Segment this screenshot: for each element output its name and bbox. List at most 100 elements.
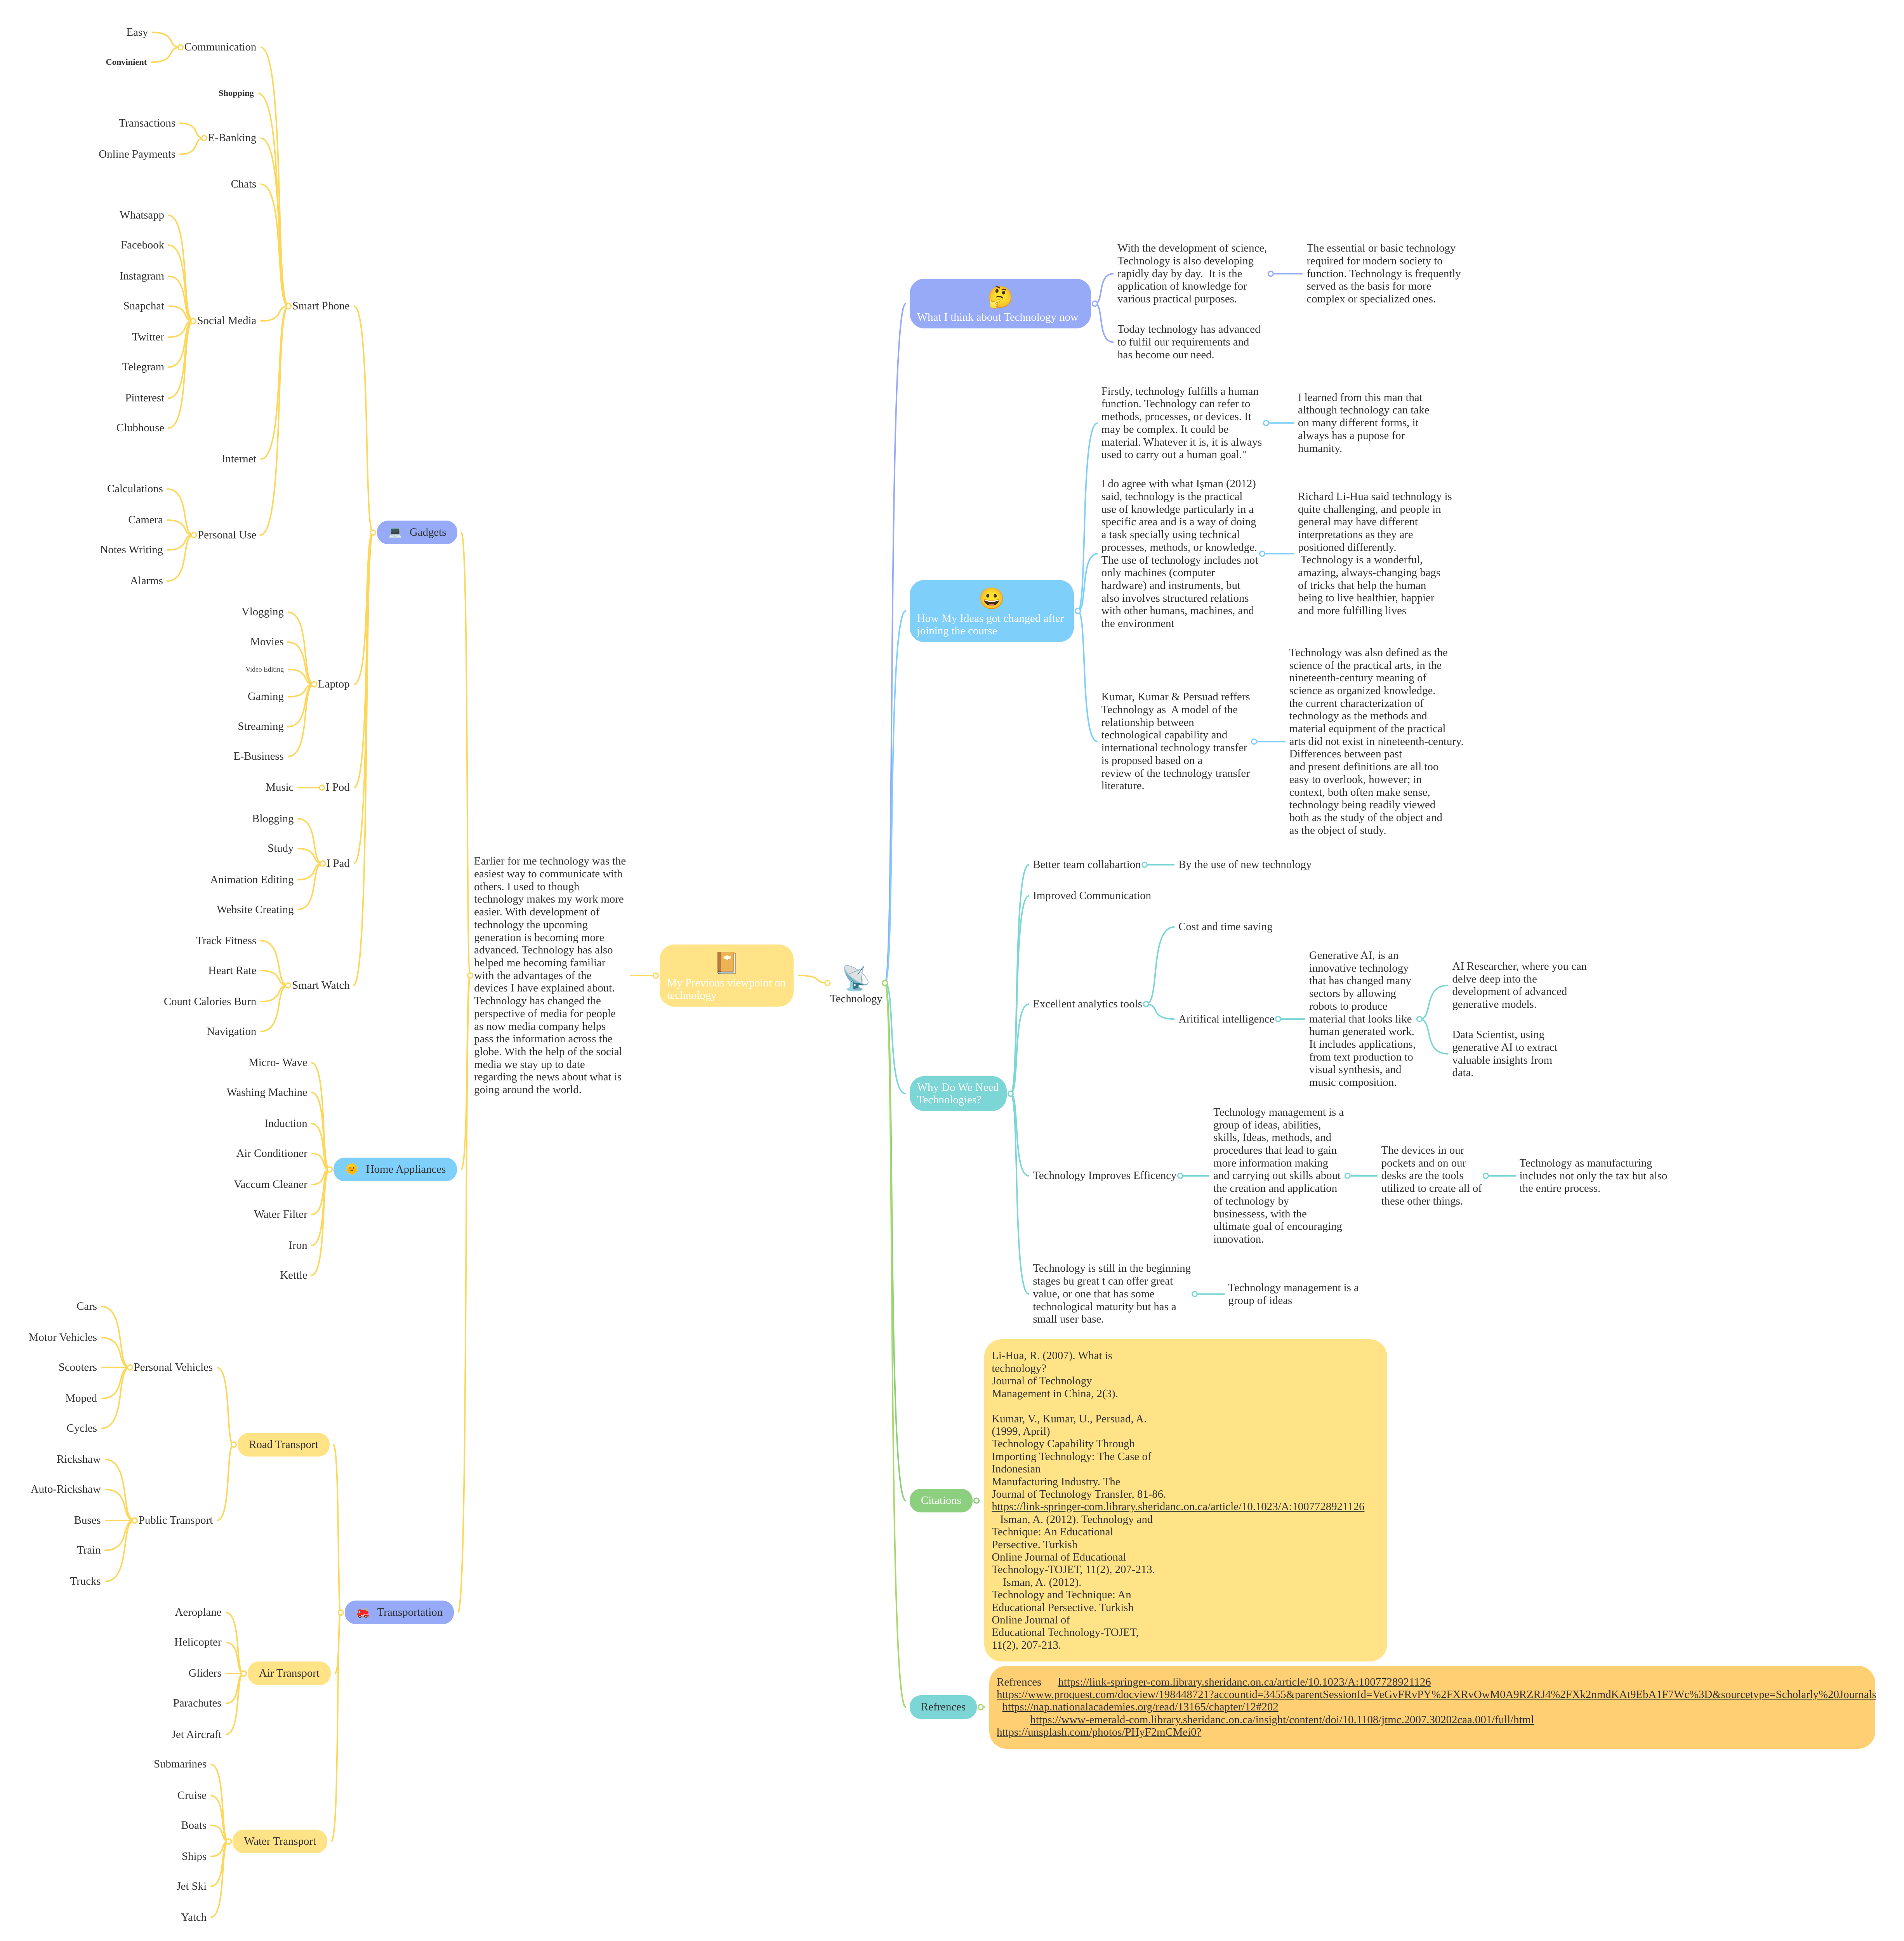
subtopic-still[interactable]: Technology is still in the beginning sta… [1033,1262,1191,1326]
subtopic-ebanking[interactable]: E-Banking [208,132,257,144]
collapse-handle-icon[interactable] [177,44,184,50]
subtopic-alarms[interactable]: Alarms [130,575,163,587]
subtopic-devices[interactable]: The devices in our pockets and on our de… [1381,1144,1482,1208]
subtopic-kettle[interactable]: Kettle [280,1269,307,1282]
collapse-handle-icon[interactable] [1192,1291,1198,1297]
collapse-handle-icon[interactable] [1141,861,1148,868]
collapse-handle-icon[interactable] [201,135,207,141]
subtopic-ideaA2[interactable]: I learned from this man that although te… [1298,391,1429,455]
collapse-handle-icon[interactable] [285,303,292,309]
subtopic-ac[interactable]: Air Conditioner [236,1147,307,1160]
collapse-handle-icon[interactable] [326,1166,333,1173]
collapse-handle-icon[interactable] [285,982,291,989]
subtopic-cost[interactable]: Cost and time saving [1178,920,1272,933]
subtopic-paragraph[interactable]: Earlier for me technology was the easies… [474,855,626,1096]
subtopic-calories[interactable]: Count Calories Burn [164,995,256,1008]
subtopic-ai[interactable]: Aritifical intelligence [1178,1013,1274,1026]
subtopic-autorickshaw[interactable]: Auto-Rickshaw [31,1483,101,1496]
subtopic-ipad[interactable]: I Pad [327,857,350,870]
subtopic-aeroplane[interactable]: Aeroplane [175,1606,222,1619]
collapse-handle-icon[interactable] [132,1517,138,1524]
subtopic-genai[interactable]: Generative AI, is an innovative technolo… [1309,949,1416,1089]
collapse-handle-icon[interactable] [1483,1172,1489,1179]
subtopic-yatch[interactable]: Yatch [181,1911,207,1924]
subtopic-onlinepay[interactable]: Online Payments [99,148,175,161]
subtopic-think1b[interactable]: The essential or basic technology requir… [1306,242,1461,306]
subtopic-team[interactable]: Better team collabartion [1033,858,1141,871]
collapse-handle-icon[interactable] [337,1609,344,1616]
collapse-handle-icon[interactable] [191,532,197,538]
collapse-handle-icon[interactable] [225,1838,232,1845]
reference-link[interactable]: https://www.proquest.com/docview/1984487… [997,1688,1876,1701]
collapse-handle-icon[interactable] [882,980,888,986]
collapse-handle-icon[interactable] [311,681,317,688]
subtopic-think2[interactable]: Today technology has advanced to fulfil … [1117,323,1260,361]
subtopic-induction[interactable]: Induction [264,1117,307,1130]
subtopic-telegram[interactable]: Telegram [122,361,164,373]
subtopic-cycles[interactable]: Cycles [67,1422,97,1435]
subtopic-jetaircraft[interactable]: Jet Aircraft [172,1728,222,1741]
subtopic-movies[interactable]: Movies [250,635,283,648]
subtopic-personalveh[interactable]: Personal Vehicles [134,1361,213,1374]
subtopic-personaluse[interactable]: Personal Use [198,529,256,542]
reference-link[interactable]: https://www-emerald-com.library.sheridan… [1030,1713,1534,1726]
subtopic-tmgroup[interactable]: Technology management is a group of idea… [1228,1281,1359,1307]
subtopic-analytics[interactable]: Excellent analytics tools [1033,998,1142,1010]
topic-previous[interactable]: 📔My Previous viewpoint on technology [659,944,794,1007]
topic-citations[interactable]: Citations [910,1488,973,1512]
subtopic-train[interactable]: Train [77,1544,101,1557]
collapse-handle-icon[interactable] [240,1670,247,1677]
subtopic-airesearcher[interactable]: AI Researcher, where you can delve deep … [1452,960,1587,1011]
subtopic-streaming[interactable]: Streaming [238,720,283,733]
collapse-handle-icon[interactable] [973,1497,980,1504]
collapse-handle-icon[interactable] [190,318,197,324]
subtopic-moped[interactable]: Moped [65,1392,97,1405]
subtopic-communication[interactable]: Communication [184,41,257,54]
subtopic-microwave[interactable]: Micro- Wave [248,1056,307,1069]
subtopic-ships[interactable]: Ships [182,1850,207,1863]
subtopic-efficency[interactable]: Technology Improves Efficency [1033,1169,1176,1182]
subtopic-navigation[interactable]: Navigation [207,1025,256,1038]
subtopic-easy[interactable]: Easy [126,26,148,39]
subtopic-website[interactable]: Website Creating [217,903,294,916]
subtopic-calculations[interactable]: Calculations [107,483,163,495]
subtopic-facebook[interactable]: Facebook [121,239,164,252]
subtopic-iron[interactable]: Iron [289,1239,307,1252]
reference-link[interactable]: https://nap.nationalacademies.org/read/1… [1002,1701,1279,1714]
subtopic-socialmedia[interactable]: Social Media [197,314,257,327]
subtopic-snapchat[interactable]: Snapchat [123,300,165,313]
reference-link[interactable]: https://unsplash.com/photos/PHyF2mCMei0? [997,1726,1202,1739]
subtopic-heartrate[interactable]: Heart Rate [208,964,256,977]
collapse-handle-icon[interactable] [127,1364,134,1371]
subtopic-convinient[interactable]: Convinient [106,56,147,69]
collapse-handle-icon[interactable] [1008,1090,1014,1097]
subtopic-blogging[interactable]: Blogging [252,813,294,825]
subtopic-pinterest[interactable]: Pinterest [125,392,164,405]
collapse-handle-icon[interactable] [652,972,659,979]
subtopic-scooters[interactable]: Scooters [59,1361,97,1374]
topic-transportation[interactable]: 🚒Transportation [344,1601,454,1625]
collapse-handle-icon[interactable] [1416,1016,1423,1023]
subtopic-vlogging[interactable]: Vlogging [241,606,284,618]
subtopic-vaccum[interactable]: Vaccum Cleaner [234,1178,307,1191]
subtopic-ideaC[interactable]: Kumar, Kumar & Persuad reffers Technolog… [1101,691,1250,792]
subtopic-tm[interactable]: Technology management is a group of idea… [1213,1106,1344,1246]
collapse-handle-icon[interactable] [230,1441,237,1448]
reference-link[interactable]: https://link-springer-com.library.sherid… [1058,1675,1431,1688]
subtopic-ebusiness[interactable]: E-Business [233,750,284,763]
collapse-handle-icon[interactable] [318,784,325,791]
subtopic-trackfitness[interactable]: Track Fitness [196,934,256,947]
topic-refrences[interactable]: Refrences [910,1695,977,1719]
collapse-handle-icon[interactable] [370,529,376,536]
subtopic-ideaB[interactable]: I do agree with what Işman (2012) said, … [1101,477,1258,630]
subtopic-laptop[interactable]: Laptop [318,678,350,691]
collapse-handle-icon[interactable] [467,972,473,979]
collapse-handle-icon[interactable] [1259,550,1266,557]
subtopic-cars[interactable]: Cars [76,1300,97,1313]
subtopic-internet[interactable]: Internet [222,453,257,465]
subtopic-publictrans[interactable]: Public Transport [139,1514,213,1527]
subtopic-ipod[interactable]: I Pod [326,781,350,794]
citation-link[interactable]: https://link-springer-com.library.sherid… [992,1500,1365,1513]
subtopic-think1[interactable]: With the development of science, Technol… [1117,242,1267,306]
subtopic-shopping[interactable]: Shopping [219,87,254,100]
